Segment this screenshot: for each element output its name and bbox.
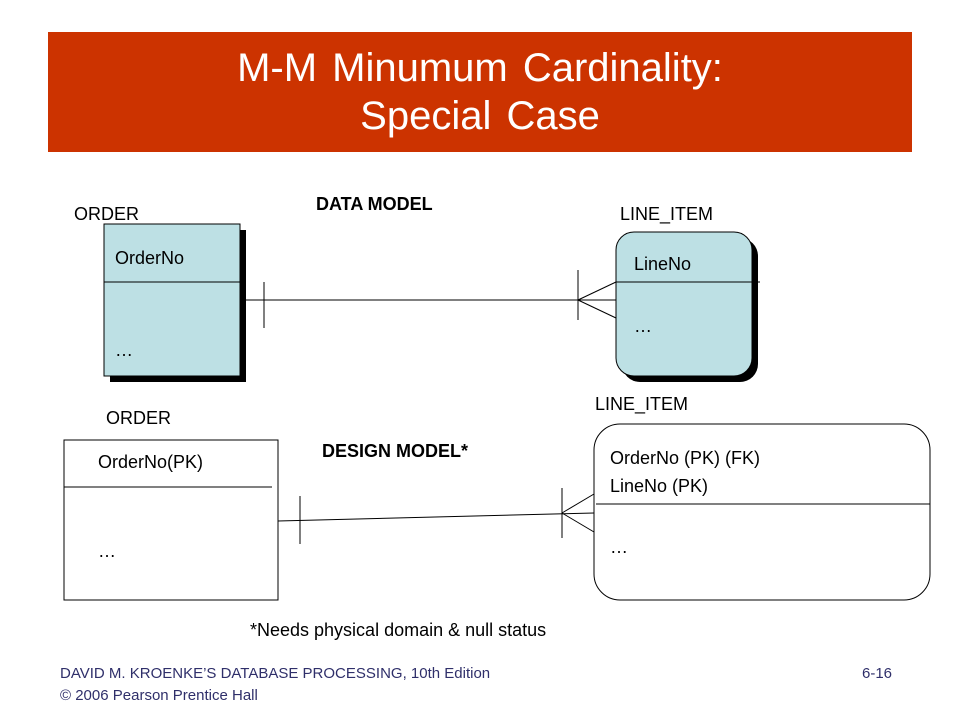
design-order-key: OrderNo(PK): [98, 452, 204, 472]
design-order-ellipsis: …: [98, 541, 116, 561]
design-order-box: [63, 439, 279, 601]
design-model-relationship-line: [277, 512, 595, 522]
design-model-heading: DESIGN MODEL*: [322, 441, 469, 461]
design-line-item-box: [593, 423, 931, 601]
design-line-item-label: LINE_ITEM: [595, 394, 689, 414]
footer-book-title: DAVID M. KROENKE’S DATABASE PROCESSING, …: [60, 665, 491, 682]
data-line-item-label: LINE_ITEM: [620, 204, 714, 224]
title-bar: M-M Minumum Cardinality: Special Case: [48, 32, 912, 152]
footer-page-number: 6-16: [862, 665, 893, 682]
data-model-crowsfoot-bottom: [577, 299, 617, 319]
footnote-physical-domain: *Needs physical domain & null status: [250, 620, 547, 640]
order-entity-box: [103, 223, 241, 377]
data-order-key: OrderNo: [115, 248, 185, 268]
design-line-item-key2: LineNo (PK): [610, 476, 709, 496]
design-line-item-key1: OrderNo (PK) (FK): [610, 448, 761, 468]
data-order-label: ORDER: [74, 204, 140, 224]
data-order-ellipsis: …: [115, 340, 133, 360]
slide-title-line1: M-M Minumum Cardinality:: [237, 46, 723, 90]
data-line-item-ellipsis: …: [634, 316, 652, 336]
data-model-crowsfoot-top: [577, 281, 617, 301]
slide-title-line2: Special Case: [360, 94, 600, 138]
data-model-heading: DATA MODEL: [316, 194, 433, 214]
design-model-crowsfoot-top: [561, 493, 595, 514]
data-line-item-key: LineNo: [634, 254, 692, 274]
design-line-item-ellipsis: …: [610, 537, 628, 557]
footer-copyright: © 2006 Pearson Prentice Hall: [60, 687, 258, 704]
design-model-crowsfoot-bottom: [561, 512, 595, 533]
design-order-label: ORDER: [106, 408, 172, 428]
line-item-entity-box: [615, 231, 753, 377]
